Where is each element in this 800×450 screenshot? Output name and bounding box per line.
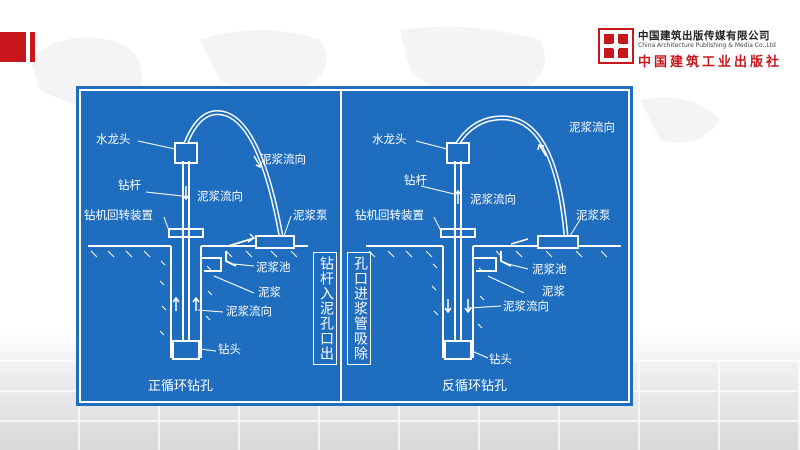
left-label-pump: 泥浆泵 (293, 208, 328, 222)
left-label-rotary: 钻机回转装置 (84, 208, 153, 222)
left-label-swivel: 水龙头 (96, 132, 131, 146)
left-label-flow-top: 泥浆流向 (260, 152, 306, 166)
publisher-logo-icon (598, 28, 634, 64)
left-label-mud: 泥浆 (258, 285, 281, 299)
left-caption: 正循环钻孔 (148, 379, 214, 394)
right-label-flow-top: 泥浆流向 (569, 120, 615, 134)
right-label-pit: 泥浆池 (532, 262, 567, 276)
right-label-swivel: 水龙头 (372, 132, 407, 146)
left-label-bit: 钻头 (218, 342, 241, 356)
note-left: 钻杆入泥孔口出 (313, 252, 337, 365)
red-accent-stripe (30, 32, 35, 62)
publisher-logo: 中国建筑出版传媒有限公司 China Architecture Publishi… (598, 26, 794, 74)
red-accent-bar (0, 32, 26, 62)
left-label-flow-hole: 泥浆流向 (226, 304, 272, 318)
right-label-flow-hole: 泥浆流向 (503, 299, 549, 313)
right-label-mud: 泥浆 (542, 284, 565, 298)
left-label-drill-rod: 钻杆 (118, 178, 141, 192)
right-label-drill-rod: 钻杆 (404, 173, 427, 187)
note-right: 孔口进浆管吸除 (347, 252, 371, 365)
left-label-pit: 泥浆池 (256, 260, 291, 274)
drilling-diagram-panel: 水龙头 泥浆流向 钻杆 泥浆流向 钻机回转装置 泥浆泵 泥浆池 泥浆 泥浆流向 … (76, 86, 633, 406)
publisher-name-en: China Architecture Publishing & Media Co… (638, 42, 776, 49)
drilling-diagram-drawing (79, 89, 630, 403)
publisher-name-cn: 中国建筑出版传媒有限公司 (638, 30, 770, 42)
right-label-bit: 钻头 (489, 352, 512, 366)
right-label-flow-rod: 泥浆流向 (470, 192, 516, 206)
right-label-rotary: 钻机回转装置 (355, 208, 424, 222)
right-label-pump: 泥浆泵 (576, 208, 611, 222)
left-label-flow-rod: 泥浆流向 (197, 189, 243, 203)
publisher-name-stylized: 中国建筑工业出版社 (638, 55, 783, 70)
right-caption: 反循环钻孔 (442, 379, 508, 394)
